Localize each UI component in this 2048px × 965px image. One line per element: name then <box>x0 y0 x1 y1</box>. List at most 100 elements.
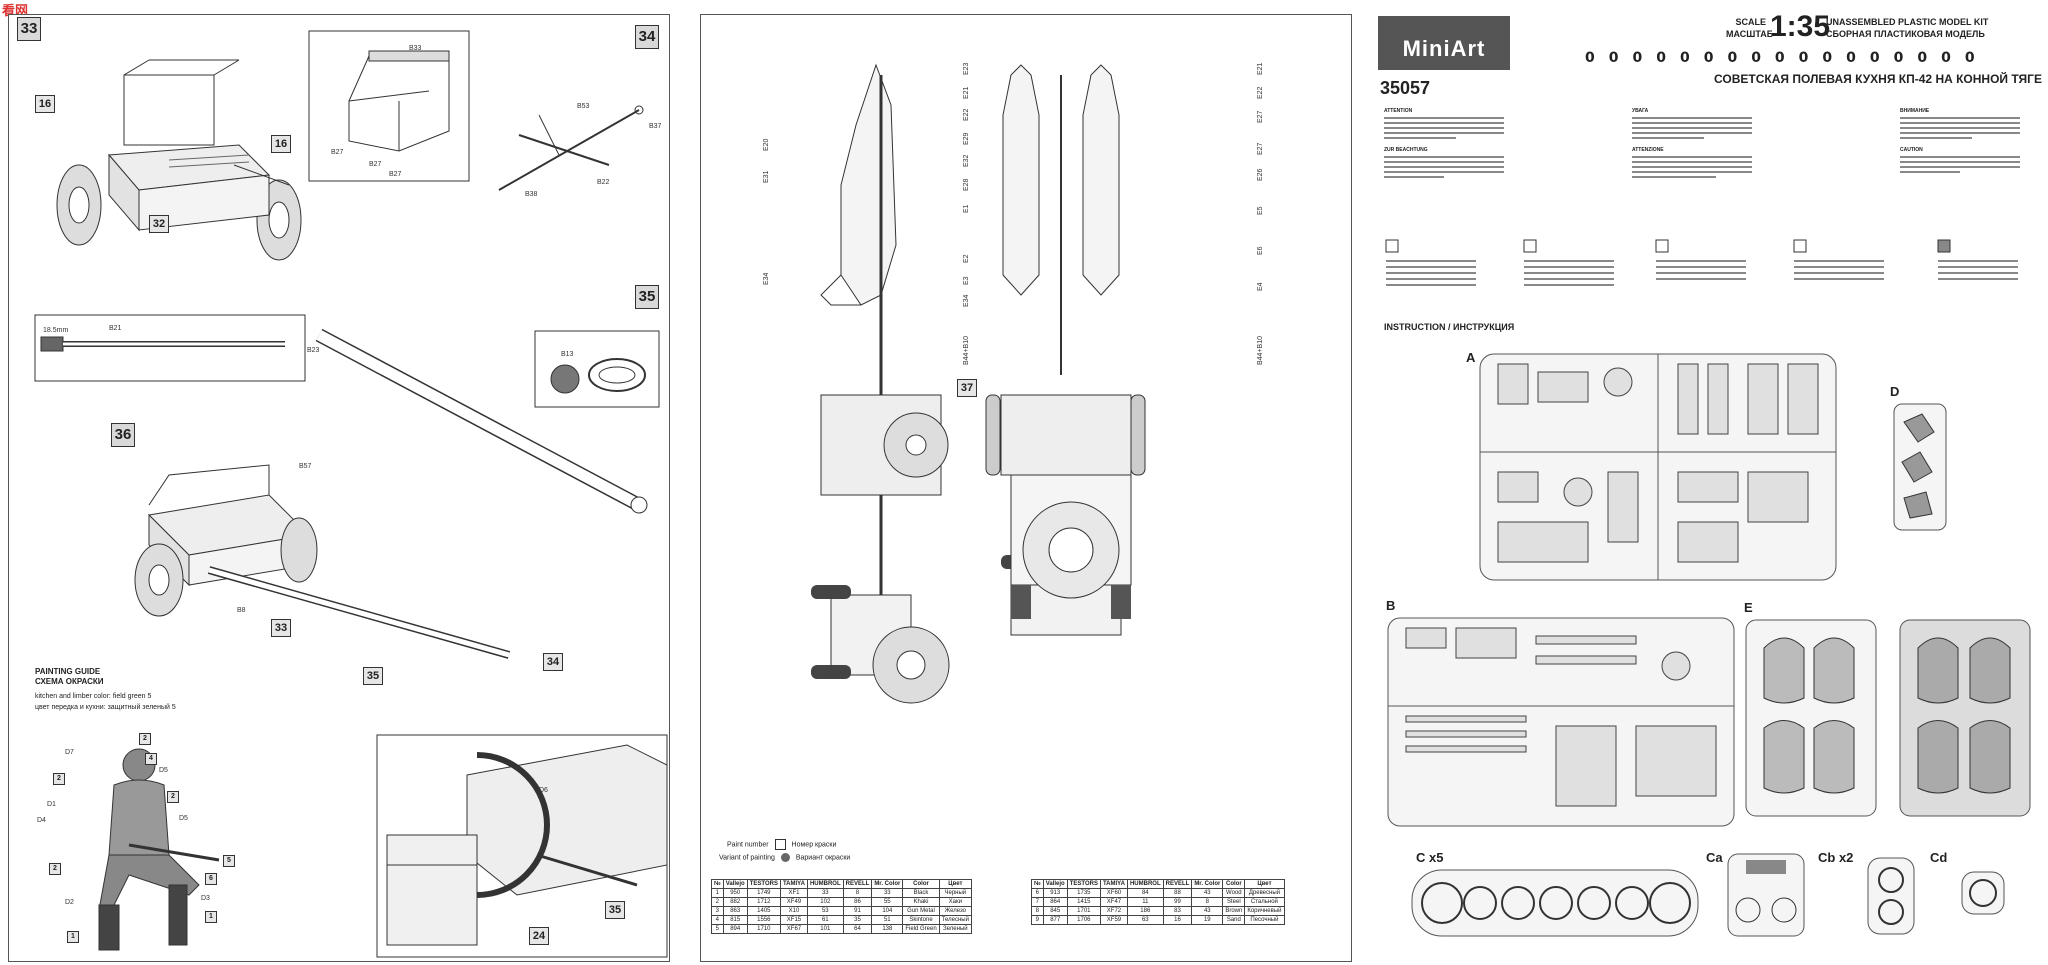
label-b21: B21 <box>109 325 122 332</box>
table-cell: 815 <box>722 915 748 925</box>
table-cell: Khaki <box>902 897 940 907</box>
dimension-label: 18.5mm <box>43 327 69 334</box>
paint-code-6: 6 <box>205 873 217 885</box>
paint-table-left-header-cell: Mr. Color <box>871 879 904 889</box>
part-tag-32: 32 <box>149 215 169 233</box>
sprue-e <box>1745 619 2031 817</box>
table-cell: 11 <box>1126 897 1164 907</box>
label-b33: B33 <box>409 45 422 52</box>
step-34-shaft-drawing <box>498 105 644 191</box>
label-e21-a: E21 <box>963 86 970 99</box>
table-cell: 1 <box>711 888 724 898</box>
table-cell: 864 <box>1042 897 1068 907</box>
label-b53: B53 <box>577 103 590 110</box>
table-cell: 102 <box>806 897 844 907</box>
label-e2: E2 <box>963 254 970 263</box>
table-cell: 1405 <box>746 906 781 916</box>
paint-table-right-header-cell: HUMBROL <box>1126 879 1164 889</box>
part-tag-33: 33 <box>271 619 291 637</box>
side-view-horse-drawing <box>811 63 950 704</box>
label-e34-right: E34 <box>963 294 970 307</box>
table-cell: 882 <box>722 897 748 907</box>
table-cell: 8 <box>1191 897 1224 907</box>
paint-table-left-header-cell: TESTORS <box>746 879 781 889</box>
table-cell: 950 <box>722 888 748 898</box>
table-cell: Черный <box>938 888 972 898</box>
tool-icon-row: 00000000000000000 <box>1585 50 1989 66</box>
kit-type-en: UNASSEMBLED PLASTIC MODEL KIT <box>1826 17 1989 27</box>
painting-guide-text: kitchen and limber color: field green 5 … <box>35 691 176 713</box>
table-cell: 43 <box>1191 888 1224 898</box>
miniart-logo: MiniArt <box>1378 16 1510 70</box>
paint-number-box-icon <box>774 839 786 850</box>
paint-code-2: 2 <box>139 733 151 745</box>
table-cell: Skintone <box>902 915 940 925</box>
label-b57: B57 <box>299 463 312 470</box>
table-cell: 1735 <box>1066 888 1101 898</box>
paint-code-1-b: 1 <box>67 931 79 943</box>
scale-en: SCALE <box>1735 17 1766 27</box>
table-cell: 877 <box>1042 915 1068 925</box>
table-cell: XF15 <box>779 915 808 925</box>
sprue-a <box>1479 353 1837 581</box>
col-header-beachtung: ZUR BEACHTUNG <box>1384 147 1428 153</box>
table-cell: Стальной <box>1244 897 1285 907</box>
table-cell: 1556 <box>746 915 781 925</box>
table-cell: Зеленый <box>938 924 972 934</box>
table-cell: 19 <box>1191 915 1224 925</box>
sprue-cb <box>1867 857 1915 935</box>
legend-variant-ru: Вариант окраски <box>795 854 851 862</box>
part-tag-16-right: 16 <box>271 135 291 153</box>
label-d1: D1 <box>47 801 56 808</box>
table-cell: Телесный <box>938 915 972 925</box>
long-shaft-drawing <box>315 328 648 514</box>
table-cell: 3 <box>711 906 724 916</box>
table-cell: Песочный <box>1244 915 1285 925</box>
table-cell: X10 <box>779 906 808 916</box>
label-e4: E4 <box>1257 282 1264 291</box>
table-cell: 33 <box>871 888 904 898</box>
legend-paint-ru: Номер краски <box>791 841 837 849</box>
table-cell: 845 <box>1042 906 1068 916</box>
table-cell: 53 <box>806 906 844 916</box>
part-tag-35: 35 <box>363 667 383 685</box>
rear-view-kitchen-drawing <box>1010 474 1132 619</box>
kit-type: UNASSEMBLED PLASTIC MODEL KIT СБОРНАЯ ПЛ… <box>1826 16 1988 40</box>
sprue-label-b: B <box>1386 598 1396 613</box>
table-cell: 91 <box>842 906 873 916</box>
table-cell: 84 <box>1126 888 1164 898</box>
table-cell: 101 <box>806 924 844 934</box>
table-cell: Brown <box>1222 906 1246 916</box>
scale-value: 1:35 <box>1770 10 1831 43</box>
label-e5: E5 <box>1257 206 1264 215</box>
paint-code-5: 5 <box>223 855 235 867</box>
kit-title: СОВЕТСКАЯ ПОЛЕВАЯ КУХНЯ КП-42 НА КОННОЙ … <box>1714 72 2042 86</box>
table-cell: Black <box>902 888 940 898</box>
sprue-c <box>1411 869 1699 937</box>
label-e29: E29 <box>963 132 970 145</box>
table-cell: 8 <box>842 888 873 898</box>
col-header-attenzione: ATTENZIONE <box>1632 147 1664 153</box>
paint-table-right-header-cell: Vallejo <box>1042 879 1068 889</box>
scale-label: SCALE МАСШТАБ <box>1726 16 1774 40</box>
label-e28: E28 <box>963 178 970 191</box>
table-cell: 1701 <box>1066 906 1101 916</box>
paint-code-1: 1 <box>205 911 217 923</box>
table-cell: Steel <box>1222 897 1246 907</box>
table-cell: 33 <box>806 888 844 898</box>
table-cell: 1749 <box>746 888 781 898</box>
paint-table-right-header-cell: Цвет <box>1244 879 1285 889</box>
legend-paint-number: Paint number Номер краски <box>727 839 836 850</box>
painting-guide-line-ru: цвет передка и кухни: защитный зеленый 5 <box>35 704 176 711</box>
scale-ru: МАСШТАБ <box>1726 29 1774 39</box>
part-tag-37: 37 <box>957 379 977 397</box>
paint-table-right-header-cell: Color <box>1222 879 1246 889</box>
table-cell: 913 <box>1042 888 1068 898</box>
label-d7: D7 <box>65 749 74 756</box>
